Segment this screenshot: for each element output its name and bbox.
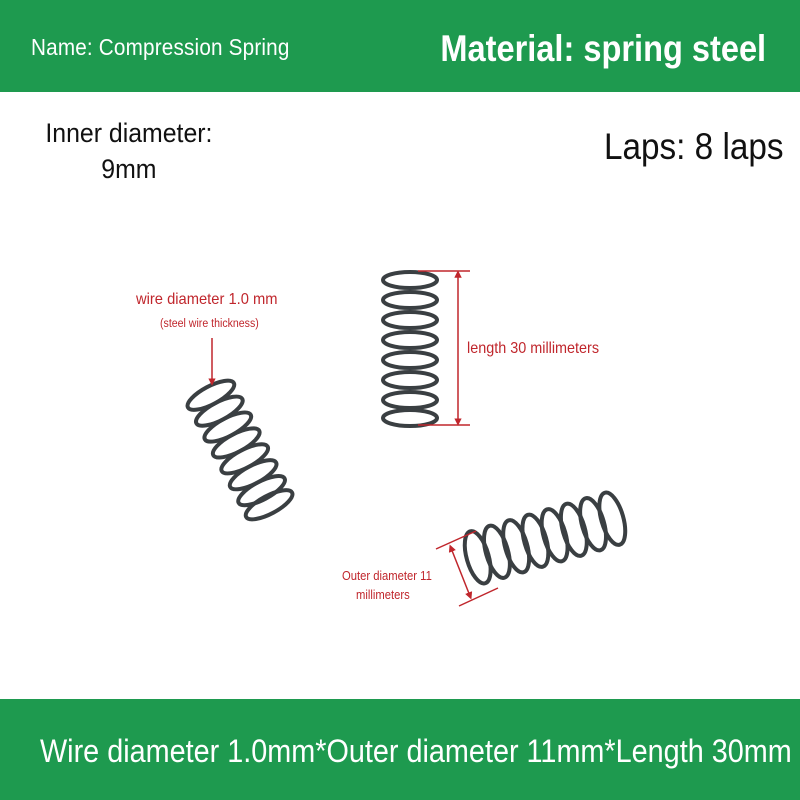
inner-diameter-value: 9mm [101, 154, 157, 184]
inner-diameter-label: Inner diameter: [45, 118, 213, 148]
product-name: Name: Compression Spring [31, 34, 290, 60]
wire-diameter-annotation: wire diameter 1.0 mm [136, 291, 278, 308]
spring-right-image [462, 490, 628, 586]
spring-left-image [185, 378, 295, 522]
footer-spec-line: Wire diameter 1.0mm*Outer diameter 11mm*… [40, 733, 792, 769]
spring-center-image [381, 270, 439, 428]
outer-diameter-dimension-line [435, 530, 499, 607]
length-dimension-line [418, 270, 470, 426]
length-annotation: length 30 millimeters [467, 340, 600, 357]
outer-diameter-annotation-line1: Outer diameter 11 [342, 569, 432, 583]
header-band: Name: Compression Spring Material: sprin… [0, 0, 800, 92]
footer-band: Wire diameter 1.0mm*Outer diameter 11mm*… [0, 699, 800, 800]
outer-diameter-annotation-line2: millimeters [356, 588, 410, 602]
inner-diameter: Inner diameter: 9mm [30, 115, 228, 187]
laps-label: Laps: 8 laps [604, 126, 784, 167]
wire-thickness-note: (steel wire thickness) [160, 318, 259, 330]
material-label: Material: spring steel [440, 28, 766, 69]
